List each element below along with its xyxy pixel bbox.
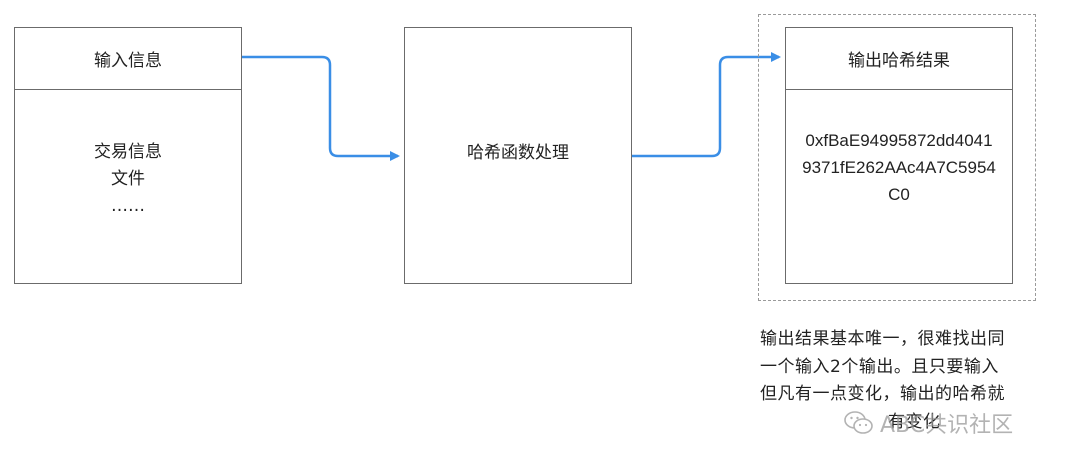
watermark-text: ABC共识社区 (880, 413, 1014, 438)
note-line-1: 输出结果基本唯一，很难找出同 (760, 329, 1005, 349)
hash-function-label: 哈希函数处理 (467, 143, 569, 163)
input-line-file: 文件 (111, 168, 145, 189)
output-box-body: 0xfBaE94995872dd4041 9371fE262AAc4A7C595… (786, 89, 1012, 283)
hash-line-2: 9371fE262AAc4A7C5954 (802, 157, 996, 177)
output-box: 输出哈希结果 0xfBaE94995872dd4041 9371fE262AAc… (785, 27, 1013, 284)
input-box: 输入信息 交易信息 文件 …… (14, 27, 242, 284)
wechat-icon (844, 410, 874, 436)
note-line-4: 有变化 (888, 411, 941, 432)
watermark: ABC共识社区 (844, 407, 1013, 439)
hash-function-box: 哈希函数处理 (404, 27, 632, 284)
note-line-2: 一个输入2个输出。且只要输入 (760, 356, 999, 377)
arrow-input-to-hash (242, 55, 400, 161)
input-line-transaction: 交易信息 (94, 141, 162, 162)
hash-line-3: C0 (888, 184, 910, 204)
input-box-body: 交易信息 文件 …… (15, 89, 241, 283)
note-line-3: 但凡有一点变化，输出的哈希就 (760, 384, 1005, 404)
output-dashed-frame (758, 14, 1036, 301)
output-box-header: 输出哈希结果 (786, 28, 1012, 90)
arrow-hash-to-output (632, 52, 781, 158)
input-box-header: 输入信息 (15, 28, 241, 90)
input-line-ellipsis: …… (111, 195, 145, 216)
output-note: 输出结果基本唯一，很难找出同 一个输入2个输出。且只要输入 但凡有一点变化，输出… (760, 326, 1040, 436)
hash-line-1: 0xfBaE94995872dd4041 (805, 130, 993, 150)
